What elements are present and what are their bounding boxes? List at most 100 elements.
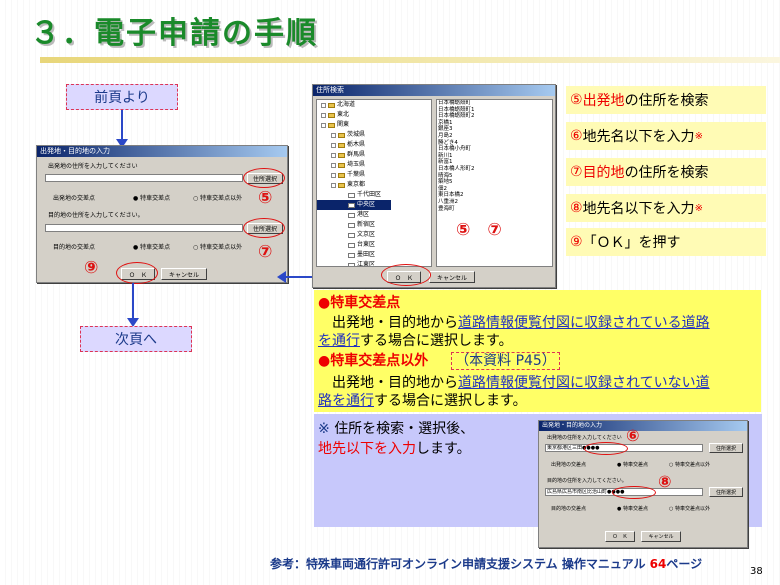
list-item[interactable]: 銀座3 — [438, 126, 453, 133]
p1-text-b: する場合に選択します。 — [360, 333, 513, 349]
tree-item-label: 東京都 — [347, 181, 366, 188]
tree-item[interactable]: 文京区 — [317, 230, 431, 240]
list-item[interactable]: 佃2 — [438, 185, 447, 192]
step-number: ⑨ — [570, 234, 583, 250]
step-highlight: 目的地 — [582, 165, 625, 181]
list-item[interactable]: 晴海5 — [438, 172, 453, 179]
tree-item[interactable]: 江東区 — [317, 260, 431, 267]
arrow-head-left — [277, 271, 286, 283]
tree-item[interactable]: 台東区 — [317, 240, 431, 250]
tree-item-label: 千代田区 — [357, 191, 382, 198]
list-item[interactable]: 新川1 — [438, 152, 453, 159]
p2-text-a: 出発地・目的地から — [332, 375, 458, 391]
origin-radio-other[interactable]: ○ 特車交差点以外 — [193, 195, 243, 202]
arrow-head-down — [116, 139, 128, 148]
expand-toggle-icon[interactable] — [331, 182, 336, 188]
list-item[interactable]: 日本橋小舟町 — [438, 146, 472, 153]
radio-label: 特車交差点 — [140, 195, 171, 202]
mini-origin-radio-other[interactable]: ○ 特車交差点以外 — [669, 462, 710, 468]
expand-toggle-icon[interactable] — [331, 152, 336, 158]
mini-dest-select-button[interactable]: 住所選択 — [709, 487, 743, 497]
highlight-search-ok — [381, 264, 431, 286]
tree-item[interactable]: 墨田区 — [317, 250, 431, 260]
mini-origin-prompt: 出発地の住所を入力してください — [547, 435, 622, 441]
tree-item-label: 江東区 — [357, 261, 376, 267]
list-item[interactable]: 月島2 — [438, 132, 453, 139]
highlight-ok — [116, 262, 158, 284]
tree-item-label: 中央区 — [357, 201, 376, 208]
tree-item-label: 千葉県 — [347, 171, 366, 178]
tree-item[interactable]: 茨城県 — [317, 130, 431, 140]
mini-dest-radio-special[interactable]: ● 特車交差点 — [617, 506, 648, 512]
marker-6: ⑥ — [626, 426, 640, 445]
mini-dialog-title: 出発地・目的地の入力 — [539, 421, 747, 431]
tree-item[interactable]: 埼玉県 — [317, 160, 431, 170]
prev-page-label: 前頁より — [66, 84, 178, 110]
mini-origin-select-button[interactable]: 住所選択 — [709, 443, 743, 453]
tree-item[interactable]: 群馬県 — [317, 150, 431, 160]
mini-origin-value: 東京都港区三田 — [547, 445, 583, 451]
tree-item[interactable]: 北海道 — [317, 100, 431, 110]
step-number: ⑧ — [570, 200, 583, 216]
expand-toggle-icon[interactable] — [331, 142, 336, 148]
origin-address-input[interactable] — [45, 174, 243, 182]
dest-radio-special[interactable]: ● 特車交差点 — [133, 244, 171, 251]
list-item[interactable]: 勝どき4 — [438, 139, 458, 146]
tree-item[interactable]: 栃木県 — [317, 140, 431, 150]
tree-item[interactable]: 東京都 — [317, 180, 431, 190]
document-icon — [348, 242, 355, 248]
tree-item-label: 茨城県 — [347, 131, 366, 138]
list-item[interactable]: 日本橋蛎殻町 — [438, 100, 472, 106]
list-item[interactable]: 東日本橋2 — [438, 192, 464, 199]
tree-item[interactable]: 新宿区 — [317, 220, 431, 230]
p2-link: 道路情報便覧付図に収録されていない道 — [458, 375, 710, 391]
mini-dest-radio-other[interactable]: ○ 特車交差点以外 — [669, 506, 710, 512]
tree-item-label: 埼玉県 — [347, 161, 366, 168]
p2-text-b: する場合に選択します。 — [374, 393, 527, 409]
step-note-mark: ※ — [694, 130, 703, 142]
origin-radio-special[interactable]: ● 特車交差点 — [133, 195, 171, 202]
list-item[interactable]: 日本橋蛎殻町2 — [438, 113, 475, 120]
expand-toggle-icon[interactable] — [331, 162, 336, 168]
tree-item[interactable]: 中央区 — [317, 200, 391, 210]
list-item[interactable]: 日本橋蛎殻町1 — [438, 106, 475, 113]
expand-toggle-icon[interactable] — [331, 132, 336, 138]
mini-dest-value: 広島県広島市南区比治山町 — [547, 489, 608, 495]
folder-icon — [338, 142, 345, 148]
document-icon — [348, 252, 355, 258]
slide-number: 38 — [750, 566, 763, 577]
list-item[interactable]: 新富1 — [438, 159, 453, 166]
highlight-mini-origin — [584, 442, 628, 455]
cancel-button[interactable]: キャンセル — [161, 268, 207, 280]
address-tree[interactable]: 北海道東北関東茨城県栃木県群馬県埼玉県千葉県東京都千代田区中央区港区新宿区文京区… — [316, 99, 432, 267]
list-item[interactable]: 築地5 — [438, 179, 453, 186]
list-item[interactable]: 京橋1 — [438, 119, 453, 126]
mini-cancel-button[interactable]: キャンセル — [641, 531, 681, 542]
search-cancel-button[interactable]: キャンセル — [429, 271, 475, 283]
tree-item[interactable]: 千代田区 — [317, 190, 431, 200]
dest-radio-other[interactable]: ○ 特車交差点以外 — [193, 244, 243, 251]
expand-toggle-icon[interactable] — [321, 102, 326, 108]
expand-toggle-icon[interactable] — [321, 112, 326, 118]
list-item[interactable]: 豊海町 — [438, 205, 455, 212]
dest-address-input[interactable] — [45, 224, 243, 232]
mini-origin-radio-special[interactable]: ● 特車交差点 — [617, 462, 648, 468]
highlight-origin-select — [243, 168, 285, 188]
list-item[interactable]: 日本橋人形町2 — [438, 165, 475, 172]
tree-item[interactable]: 東北 — [317, 110, 431, 120]
mini-ok-button[interactable]: Ｏ Ｋ — [605, 531, 635, 542]
arrow-prev-to-dialog — [121, 110, 123, 140]
expand-toggle-icon[interactable] — [331, 172, 336, 178]
radio-label: 特車交差点 — [622, 462, 648, 468]
tree-item[interactable]: 千葉県 — [317, 170, 431, 180]
tree-item[interactable]: 港区 — [317, 210, 431, 220]
dest-prompt: 目的地の住所を入力してください。 — [48, 212, 144, 219]
expand-toggle-icon[interactable] — [321, 122, 326, 128]
mini-origin-intersection-label: 出発地の交差点 — [551, 462, 587, 468]
list-item[interactable]: 八重洲2 — [438, 198, 458, 205]
tree-item[interactable]: 関東 — [317, 120, 431, 130]
p1-link: 道路情報便覧付図に収録されている道路 — [458, 315, 710, 331]
note-line2-rest: します。 — [416, 441, 471, 457]
tree-item-label: 墨田区 — [357, 251, 376, 258]
